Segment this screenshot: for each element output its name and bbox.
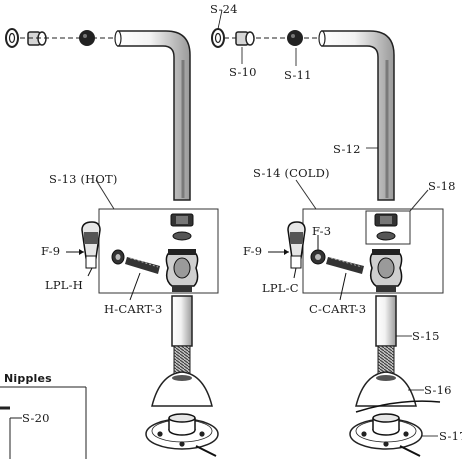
label-f9-left: F-9: [41, 244, 61, 258]
cold-valve-box: [302, 208, 444, 294]
riser-pipe-left: [117, 30, 191, 201]
label-s16: S-16: [424, 383, 452, 397]
riser-pipe-right: [321, 30, 395, 201]
label-s13-hot: S-13 (HOT): [49, 172, 118, 186]
escutcheon-left: [151, 371, 213, 407]
label-s14-cold: S-14 (COLD): [253, 166, 330, 180]
cartridge-right: [310, 249, 364, 274]
supply-tube-right: [375, 295, 397, 347]
supply-tube-left: [171, 295, 193, 347]
handle-left: [81, 221, 101, 269]
label-h-cart-3: H-CART-3: [104, 302, 163, 316]
label-lpl-c: LPL-C: [262, 281, 299, 295]
label-f3: F-3: [312, 224, 332, 238]
nipples-inset: [0, 386, 87, 459]
hot-valve-box: [98, 208, 219, 294]
ferrule-left: [79, 30, 95, 46]
label-s20: S-20: [22, 411, 50, 425]
ferrule-right: [287, 30, 303, 46]
escutcheon-right: [355, 371, 417, 407]
label-s15: S-15: [412, 329, 440, 343]
cartridge-left: [111, 249, 160, 274]
label-c-cart-3: C-CART-3: [309, 302, 367, 316]
label-nipples: Nipples: [4, 372, 52, 385]
label-s18: S-18: [428, 179, 456, 193]
label-f9-right: F-9: [243, 244, 263, 258]
label-s17: S-17: [439, 429, 462, 443]
handle-right: [287, 221, 306, 269]
label-s11: S-11: [284, 68, 312, 82]
cold-assembly: [211, 9, 444, 457]
label-lpl-h: LPL-H: [45, 278, 83, 292]
s18-inner-box: [365, 210, 411, 245]
hot-assembly: [5, 28, 219, 457]
label-s12: S-12: [333, 142, 361, 156]
label-s10: S-10: [229, 65, 257, 79]
label-s24: S-24: [210, 2, 238, 16]
